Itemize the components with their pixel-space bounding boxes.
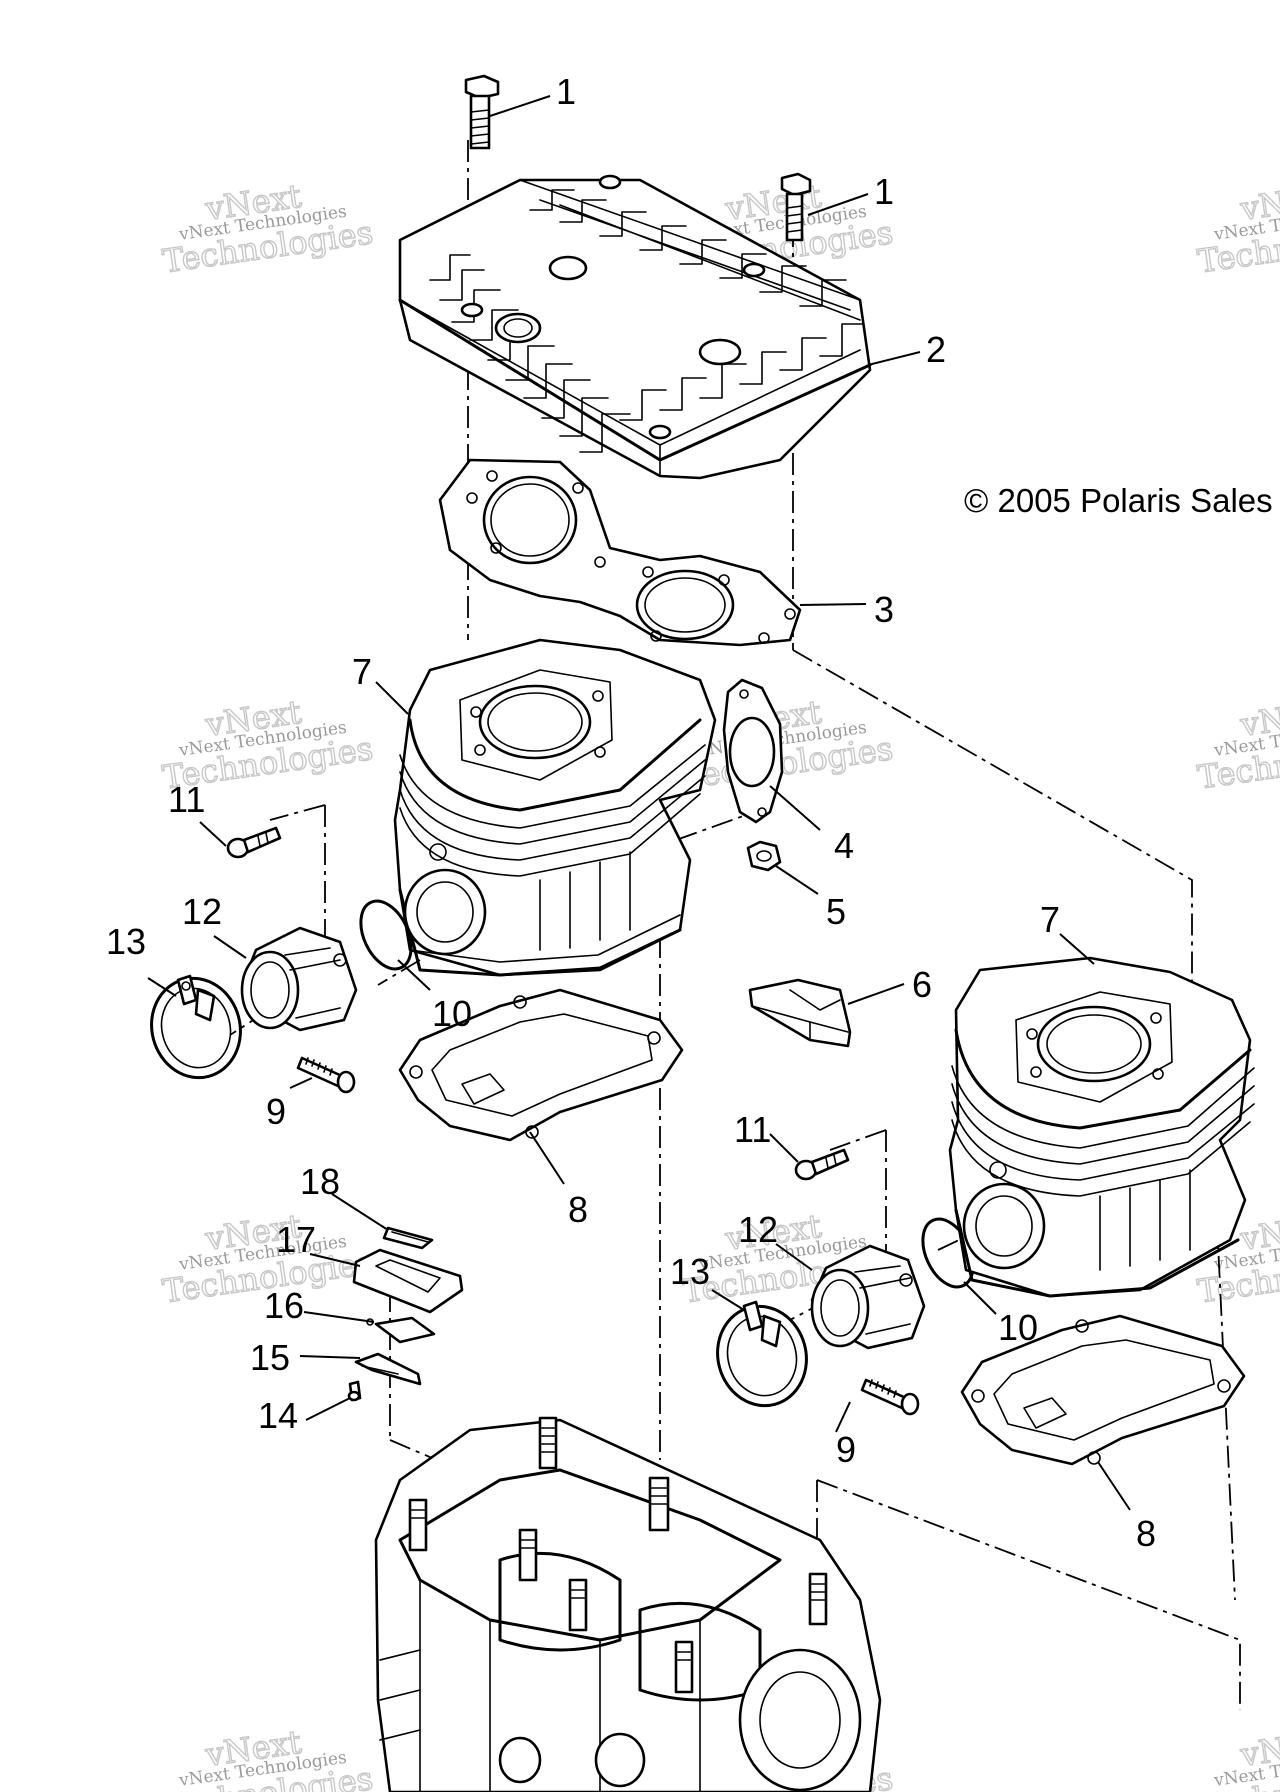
callout-16: 16 — [264, 1285, 304, 1326]
callout-13: 13 — [670, 1251, 710, 1292]
callout-7: 7 — [1040, 899, 1060, 940]
callout-2: 2 — [926, 329, 946, 370]
reed-valve-cage — [352, 1248, 464, 1314]
callout-17: 17 — [276, 1219, 316, 1260]
base-gasket-right — [960, 1314, 1246, 1466]
screw-11-left — [226, 826, 282, 859]
callout-14: 14 — [258, 1395, 298, 1436]
intake-adapter-right — [810, 1244, 926, 1350]
callout-5: 5 — [826, 891, 846, 932]
cylinder-right — [948, 956, 1255, 1298]
callout-9: 9 — [266, 1091, 286, 1132]
reed-stop-plate — [382, 1226, 434, 1250]
callout-12: 12 — [182, 891, 222, 932]
callout-8: 8 — [568, 1189, 588, 1230]
reed-petal — [366, 1316, 436, 1344]
head-bolt-right — [780, 172, 812, 242]
callout-11: 11 — [168, 779, 205, 820]
callout-1: 1 — [874, 171, 894, 212]
hose-clamp-right — [716, 1300, 808, 1408]
leader-lines — [147, 95, 1131, 1511]
crankcase-studs — [408, 1416, 828, 1694]
head-bolt-left — [464, 74, 500, 150]
screw-11-right — [794, 1148, 850, 1181]
callout-6: 6 — [912, 964, 932, 1005]
screw-9-right — [860, 1378, 920, 1416]
callout-12: 12 — [738, 1209, 778, 1250]
callout-7: 7 — [352, 651, 372, 692]
wedge-block — [748, 978, 852, 1048]
reed-plate — [354, 1352, 422, 1386]
callout-9: 9 — [836, 1429, 856, 1470]
callout-1: 1 — [556, 71, 576, 112]
exhaust-gasket — [722, 678, 784, 824]
cylinder-left — [393, 638, 717, 977]
callout-11: 11 — [734, 1109, 771, 1150]
crankcase — [374, 1418, 882, 1792]
reed-screw — [347, 1380, 362, 1402]
intake-adapter-left — [240, 926, 358, 1032]
base-gasket-left — [398, 988, 684, 1142]
callout-18: 18 — [300, 1161, 340, 1202]
exhaust-nut — [746, 840, 782, 872]
screw-9-left — [296, 1056, 356, 1094]
callout-10: 10 — [998, 1307, 1038, 1348]
callout-3: 3 — [874, 589, 894, 630]
callout-10: 10 — [432, 993, 472, 1034]
callout-labels: 1 1 2 3 4 5 6 7 7 8 8 9 9 10 10 11 11 12… — [106, 71, 1156, 1554]
head-gasket — [438, 458, 802, 647]
cylinder-head — [398, 174, 872, 480]
hose-clamp-left — [150, 974, 242, 1080]
o-ring-left — [359, 899, 413, 971]
callout-4: 4 — [834, 825, 854, 866]
callout-13: 13 — [106, 921, 146, 962]
copyright-notice: © 2005 Polaris Sales — [964, 482, 1273, 519]
callout-8: 8 — [1136, 1513, 1156, 1554]
callout-15: 15 — [250, 1337, 290, 1378]
